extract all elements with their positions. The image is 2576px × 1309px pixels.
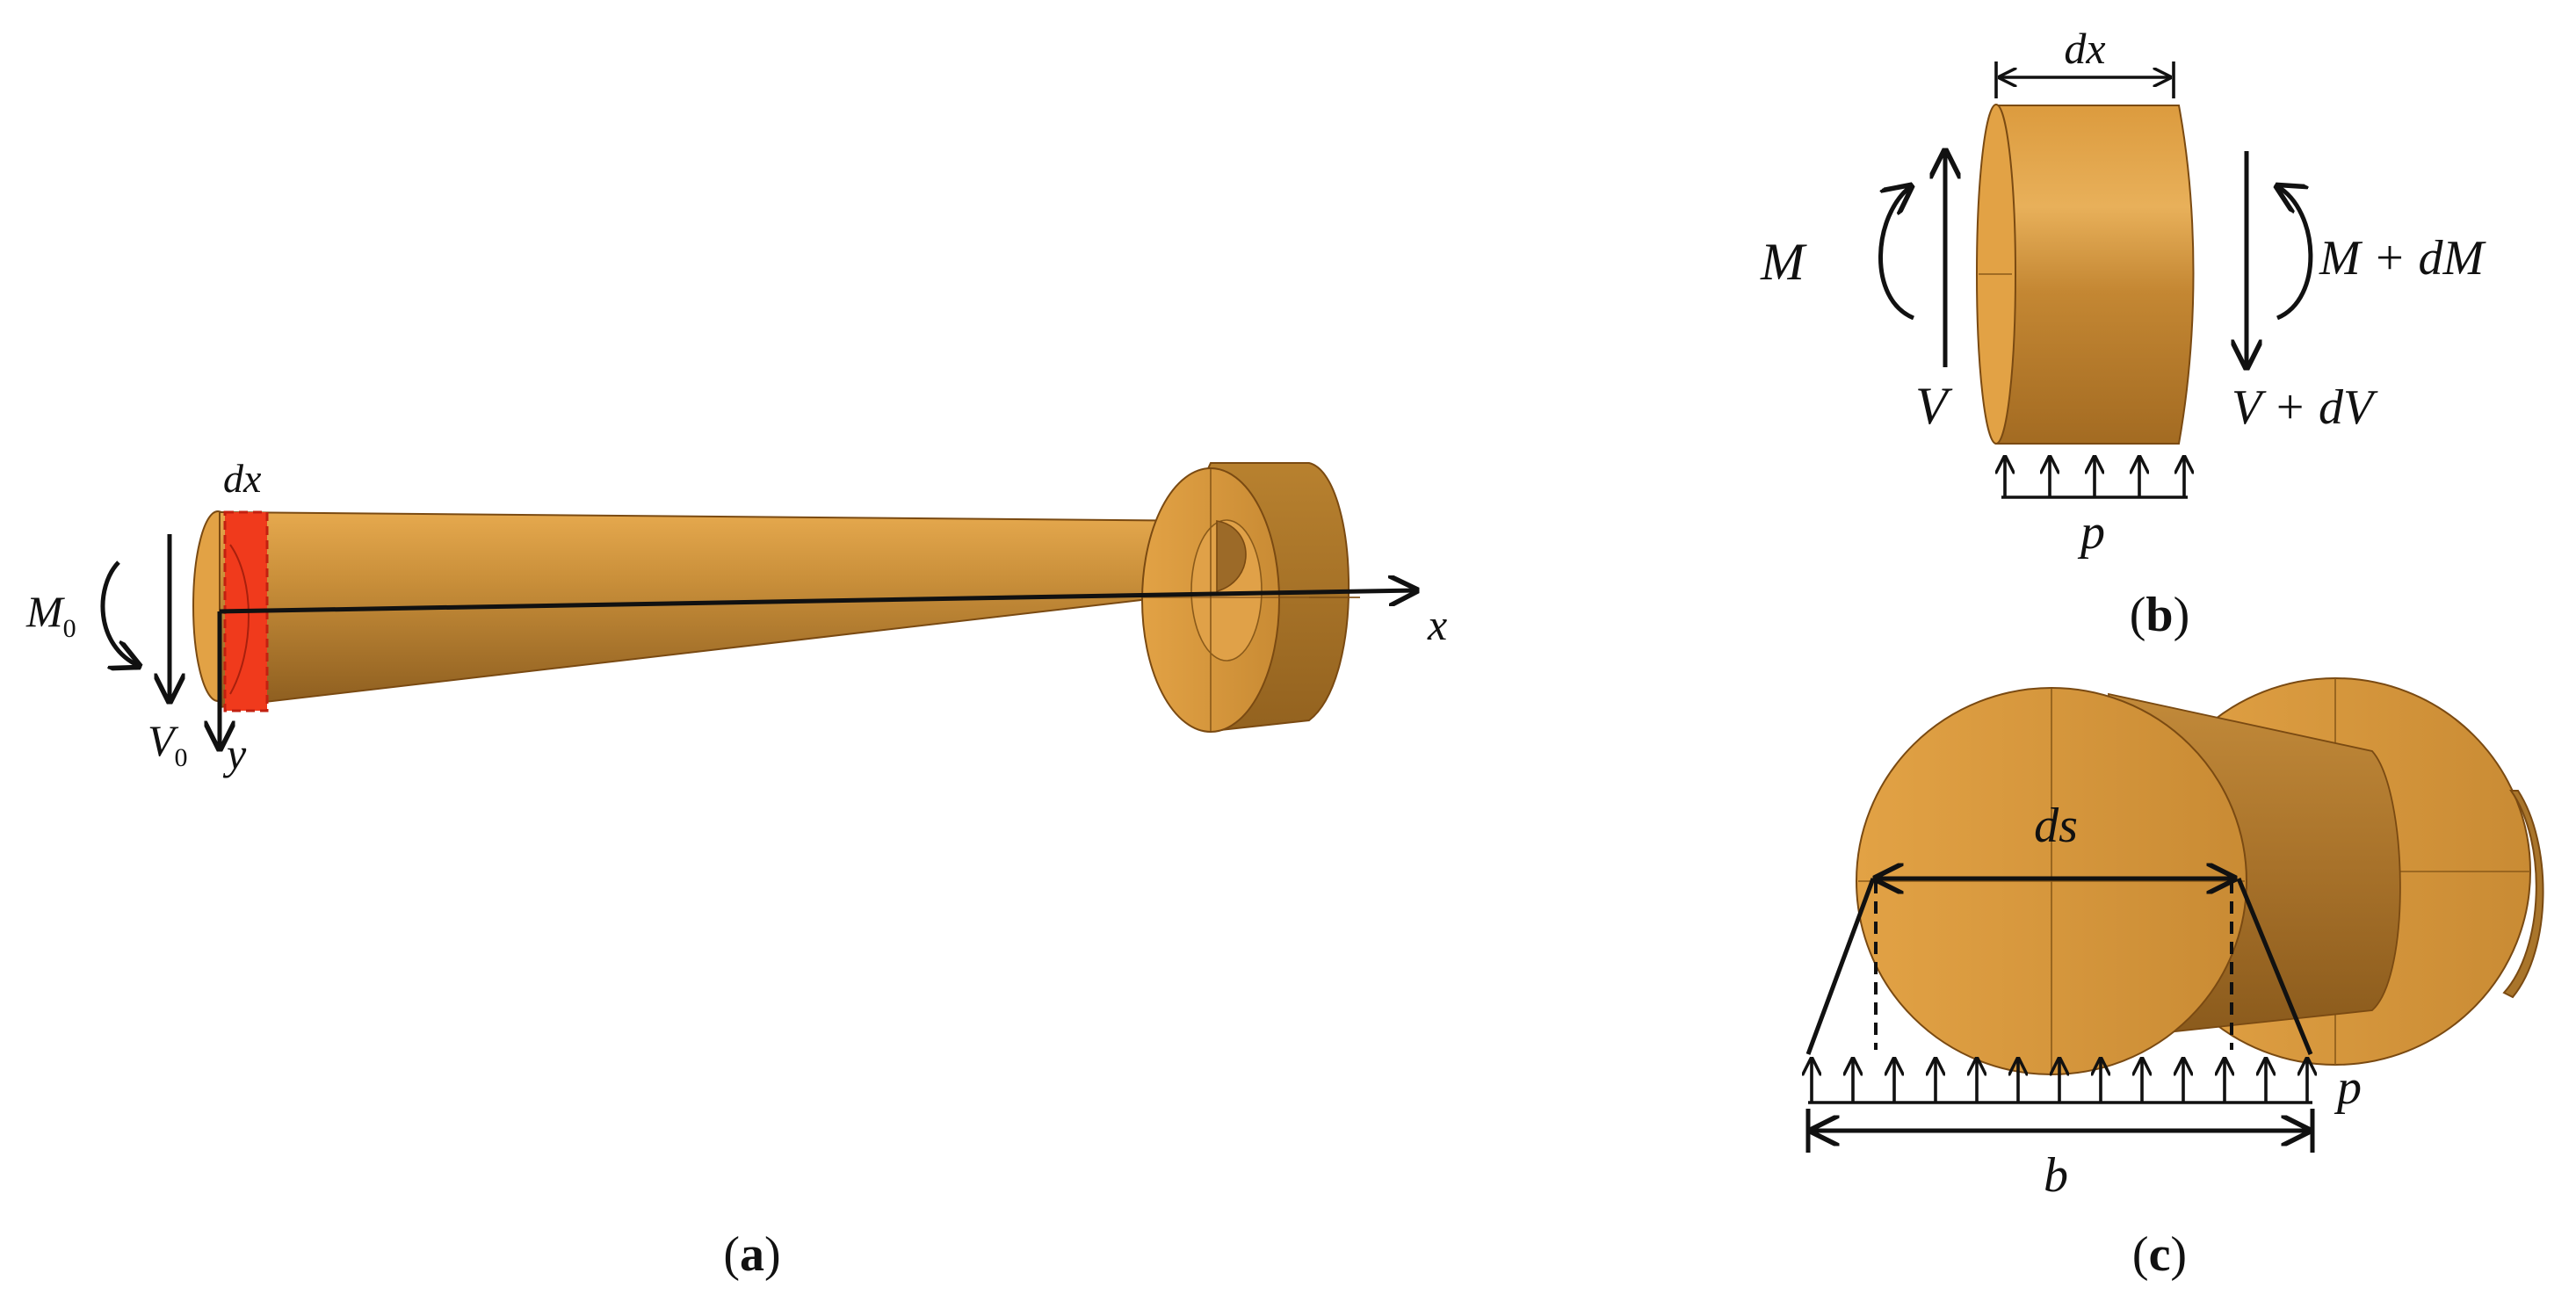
panel-c-label: (c): [2132, 1227, 2187, 1282]
panel-b: dx M V M + dM V + dV p (b): [1760, 24, 2486, 642]
left-shear-label: V: [1915, 377, 1953, 435]
panel-a-label: (a): [723, 1227, 780, 1282]
moment-m0-arrow: [100, 560, 139, 666]
diameter-label: ds: [2034, 799, 2078, 853]
trapezoid-load-outline: [1805, 878, 2313, 1055]
x-axis-label: x: [1427, 600, 1447, 649]
x-axis-line: [219, 590, 1416, 614]
load-label-c: p: [2334, 1060, 2362, 1115]
distributed-load-b: [2001, 457, 2188, 499]
back-disc-rim: [2502, 790, 2544, 999]
y-axis-label: y: [222, 729, 247, 778]
panel-c: ds p b (c): [1805, 677, 2544, 1282]
right-shear-label: V + dV: [2232, 380, 2378, 435]
shear-v0-label: V0: [148, 716, 188, 772]
moment-m0-label: M0: [25, 587, 76, 643]
highlighted-element-face-arc: [229, 544, 250, 695]
distributed-load-c: [1808, 1059, 2312, 1104]
element-width-label-a: dx: [223, 456, 262, 501]
load-label-b: p: [2077, 505, 2105, 560]
width-label: b: [2044, 1148, 2068, 1203]
panel-a: x y dx M0 V0 (a): [25, 456, 1447, 1282]
left-moment-arrow: [1878, 186, 1914, 321]
element-width-label-b: dx: [2064, 24, 2105, 73]
rod-end-at-disc: [1216, 520, 1247, 593]
panel-b-label: (b): [2130, 588, 2189, 642]
left-moment-label: M: [1760, 233, 1807, 291]
element-drum-body: [1995, 105, 2195, 445]
right-moment-label: M + dM: [2319, 231, 2486, 286]
right-moment-arrow: [2277, 186, 2313, 321]
